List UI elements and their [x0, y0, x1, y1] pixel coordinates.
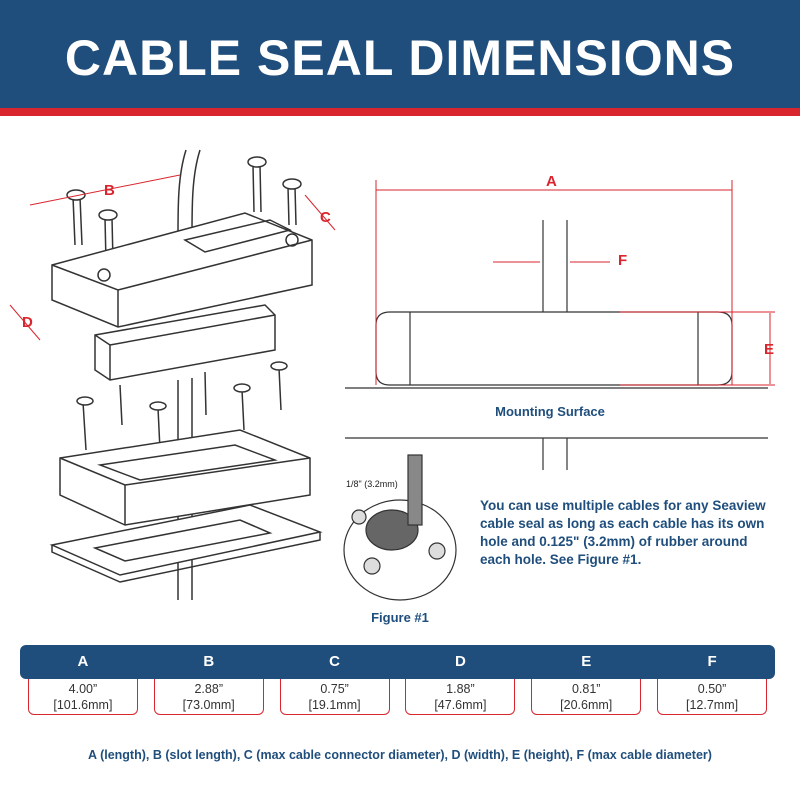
column-header-f: F	[707, 653, 717, 670]
table-cell-a: 4.00” [101.6mm]	[27, 679, 138, 715]
value-mm: [73.0mm]	[182, 698, 235, 712]
column-header-b: B	[203, 653, 215, 670]
table-cell-c: 0.75” [19.1mm]	[279, 679, 390, 715]
value-inches: 0.81”	[571, 682, 601, 696]
value-inches: 4.00”	[68, 682, 98, 696]
table-cell-e: 0.81” [20.6mm]	[531, 679, 642, 715]
column-header-c: C	[329, 653, 340, 670]
value-mm: [19.1mm]	[308, 698, 361, 712]
value-mm: [47.6mm]	[434, 698, 487, 712]
value-mm: [101.6mm]	[53, 698, 113, 712]
value-inches: 1.88”	[446, 682, 475, 696]
cable-seal-diagram	[9, 149, 775, 601]
dimension-label-f: F	[618, 252, 628, 269]
dimension-label-c: C	[320, 209, 331, 226]
table-cell-b: 2.88” [73.0mm]	[153, 679, 264, 715]
dimension-label-b: B	[104, 182, 115, 199]
dimension-label-e: E	[764, 341, 775, 358]
header-stripe	[0, 108, 800, 116]
column-header-d: D	[454, 653, 466, 670]
dimension-legend: A (length), B (slot length), C (max cabl…	[88, 748, 712, 762]
figure-caption: Figure #1	[371, 610, 429, 625]
dimension-table-values: 4.00” [101.6mm] 2.88” [73.0mm] 0.75” [19.1m…	[20, 679, 775, 717]
value-inches: 0.50”	[697, 682, 727, 696]
column-header-e: E	[581, 653, 592, 670]
value-mm: [12.7mm]	[685, 698, 739, 712]
figure-dimension-label: 1/8" (3.2mm)	[346, 479, 398, 489]
table-cell-f: 0.50” [12.7mm]	[657, 679, 768, 715]
value-inches: 0.75”	[320, 682, 349, 696]
page-title: CABLE SEAL DIMENSIONS	[64, 30, 736, 86]
multiple-cable-note: You can use multiple cables for any Seav…	[480, 498, 766, 567]
column-header-a: A	[77, 653, 89, 670]
value-inches: 2.88”	[194, 682, 223, 696]
table-cell-d: 1.88” [47.6mm]	[405, 679, 516, 715]
dimension-table-header: A B C D E F	[20, 645, 775, 679]
dimension-label-d: D	[22, 314, 33, 331]
header-banner	[0, 0, 800, 108]
value-mm: [20.6mm]	[560, 698, 613, 712]
mounting-surface-label: Mounting Surface	[495, 404, 605, 419]
dimension-label-a: A	[546, 173, 557, 190]
